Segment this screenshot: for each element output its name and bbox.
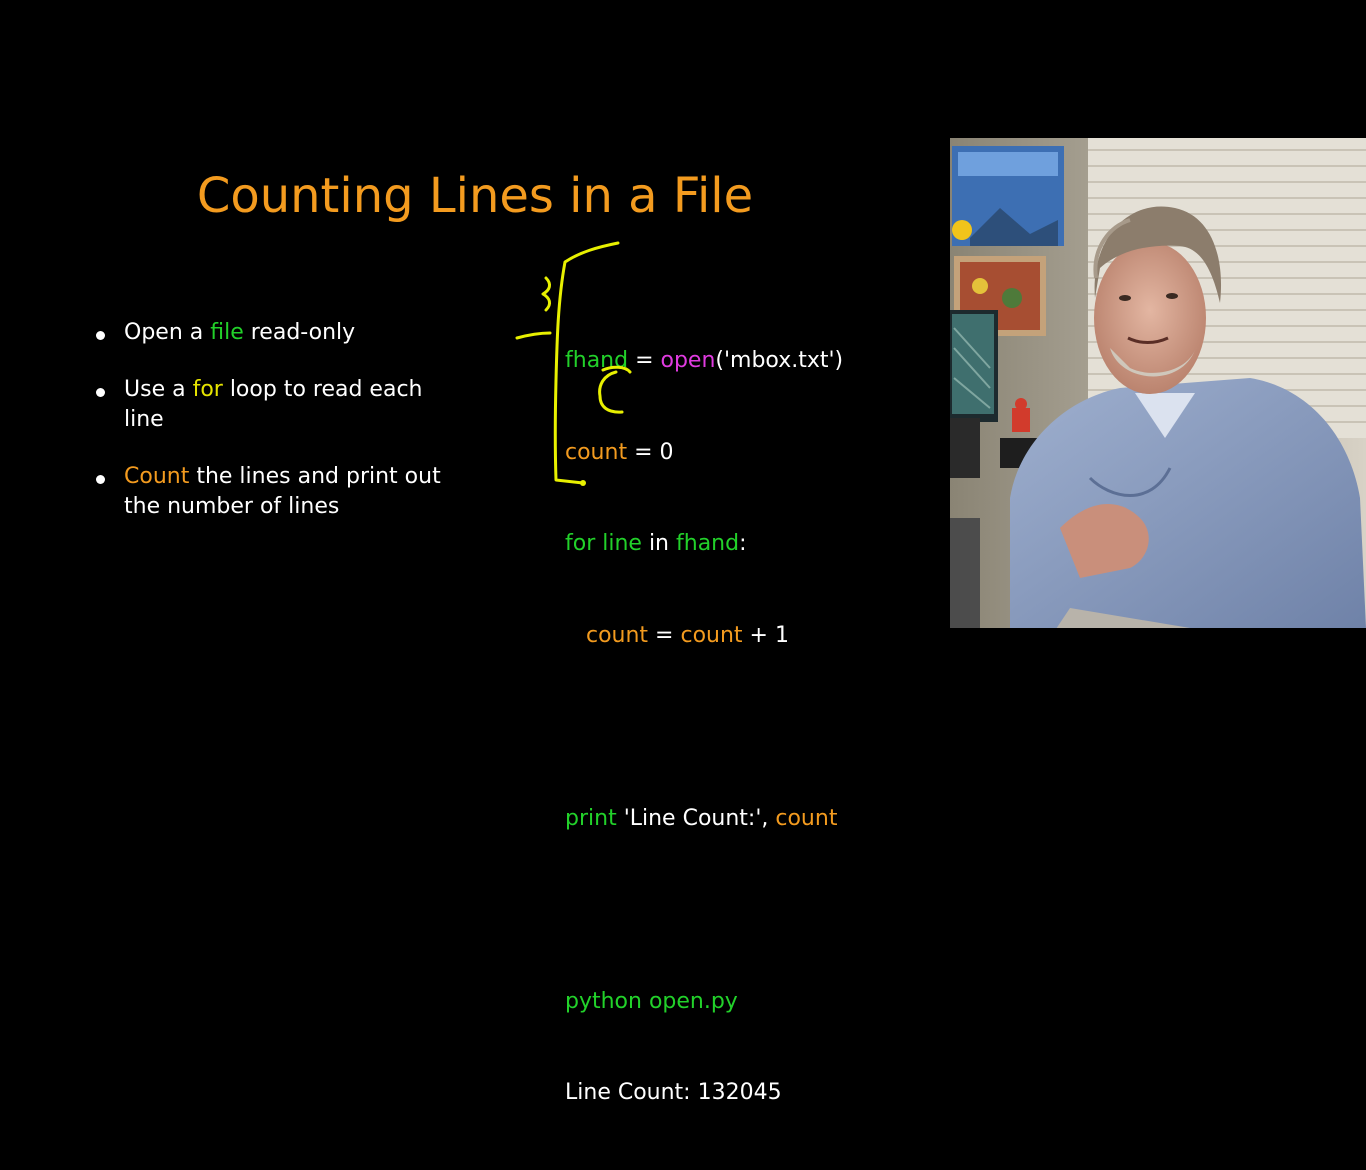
code-line: count = count + 1 bbox=[585, 622, 789, 648]
terminal-output: Line Count: 132045 bbox=[565, 1080, 782, 1105]
code-line: count = 0 bbox=[565, 439, 674, 465]
presenter-video-frame bbox=[950, 138, 1366, 628]
terminal-command: python open.py bbox=[565, 988, 738, 1014]
bullet-highlight: for bbox=[192, 377, 223, 402]
annotation-dash bbox=[515, 331, 552, 340]
bullet-highlight: file bbox=[210, 320, 244, 345]
bullet-item: Use a for loop to read each line bbox=[96, 375, 456, 435]
code-line: for line in fhand: bbox=[565, 531, 747, 556]
code-line: print 'Line Count:', count bbox=[565, 805, 838, 831]
annotation-squiggle bbox=[541, 276, 552, 312]
bullet-list: Open a file read-only Use a for loop to … bbox=[96, 318, 456, 549]
code-block: fhand = open('mbox.txt') count = 0 for l… bbox=[565, 285, 843, 1170]
bullet-item: Open a file read-only bbox=[96, 318, 456, 348]
lecture-slide: Counting Lines in a File Open a file rea… bbox=[0, 0, 950, 1105]
bullet-item: Count the lines and print out the number… bbox=[96, 462, 456, 522]
code-line-blank bbox=[565, 895, 843, 926]
bullet-highlight: Count bbox=[124, 464, 190, 489]
code-line: fhand = open('mbox.txt') bbox=[565, 348, 844, 373]
code-line-blank bbox=[565, 712, 843, 743]
presenter-video bbox=[950, 138, 1366, 628]
slide-title: Counting Lines in a File bbox=[196, 168, 754, 224]
